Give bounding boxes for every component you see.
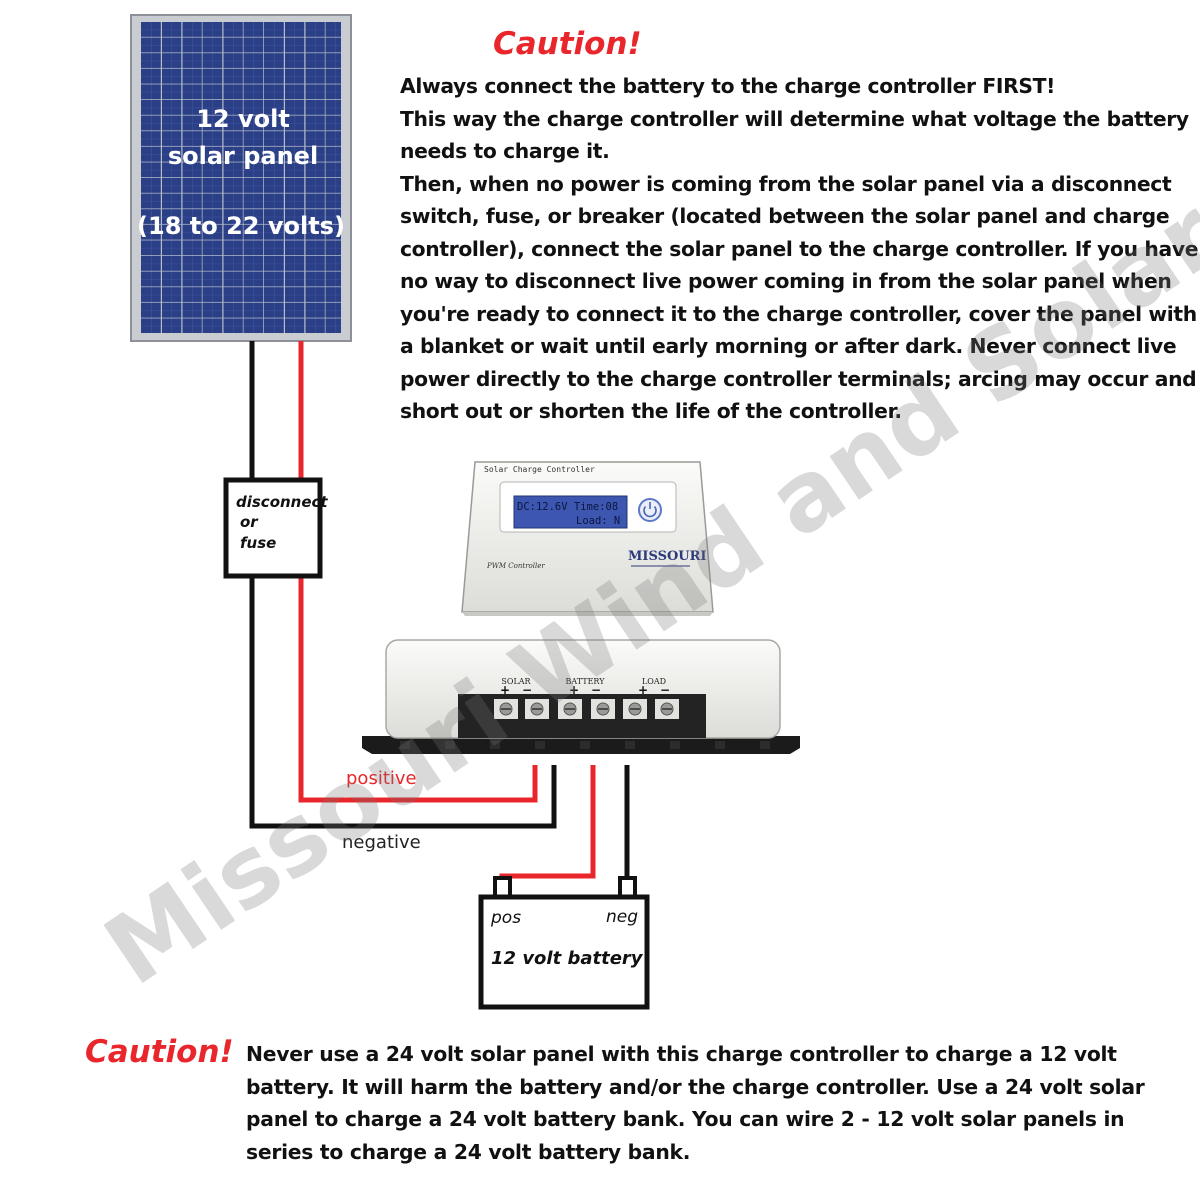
solar-terminal-label: SOLAR <box>501 677 531 686</box>
battery-plus-sign: + <box>569 683 579 697</box>
top-caution-line-2: This way the charge controller will dete… <box>400 106 1189 164</box>
top-caution-title: Caution! <box>493 26 642 62</box>
battery-terminal-label: BATTERY <box>566 677 606 686</box>
solar-panel: 12 volt solar panel (18 to 22 volts) <box>130 14 352 342</box>
positive-wire-label: positive <box>346 768 417 789</box>
charge-controller: SOLAR BATTERY LOAD + − + − + − <box>362 639 800 754</box>
panel-label-line1: 12 volt <box>196 105 290 133</box>
panel-label-line2: solar panel <box>168 142 318 170</box>
load-plus-sign: + <box>638 683 648 697</box>
negative-wire-label: negative <box>342 832 421 853</box>
load-terminal-label: LOAD <box>642 677 666 686</box>
display-footer: PWM Controller <box>486 562 545 570</box>
battery-neg-label: neg <box>606 907 638 927</box>
top-caution-line-1: Always connect the battery to the charge… <box>400 74 1056 98</box>
terminal-block <box>494 699 679 719</box>
battery-minus-sign: − <box>591 683 601 697</box>
top-caution-body: Always connect the battery to the charge… <box>400 70 1200 428</box>
battery: pos neg 12 volt battery <box>478 876 650 1010</box>
panel-label-line3: (18 to 22 volts) <box>137 212 345 240</box>
or-label: or <box>240 513 259 531</box>
solar-plus-sign: + <box>500 683 510 697</box>
remote-display-unit: Solar Charge Controller DC:12.6V Time:08… <box>461 461 714 616</box>
disconnect-label: disconnect <box>236 493 328 511</box>
solar-negative-wire <box>249 341 557 829</box>
load-minus-sign: − <box>660 683 670 697</box>
solar-minus-sign: − <box>522 683 532 697</box>
top-caution-line-3: Then, when no power is coming from the s… <box>400 171 1199 424</box>
lcd-line2: Load: N <box>576 515 620 527</box>
power-icon[interactable] <box>638 498 662 522</box>
lcd-line1: DC:12.6V Time:08 <box>517 501 618 513</box>
bottom-caution-body: Never use a 24 volt solar panel with thi… <box>246 1038 1166 1168</box>
battery-label: 12 volt battery <box>491 948 644 969</box>
disconnect-fuse-box: disconnect or fuse <box>223 477 328 579</box>
bottom-caution-title: Caution! <box>85 1034 234 1070</box>
fuse-label: fuse <box>240 534 276 552</box>
display-brand-logo: MISSOURI <box>628 549 707 564</box>
display-header: Solar Charge Controller <box>484 465 595 474</box>
bottom-caution-text: Never use a 24 volt solar panel with thi… <box>246 1042 1145 1164</box>
battery-pos-label: pos <box>490 908 521 928</box>
